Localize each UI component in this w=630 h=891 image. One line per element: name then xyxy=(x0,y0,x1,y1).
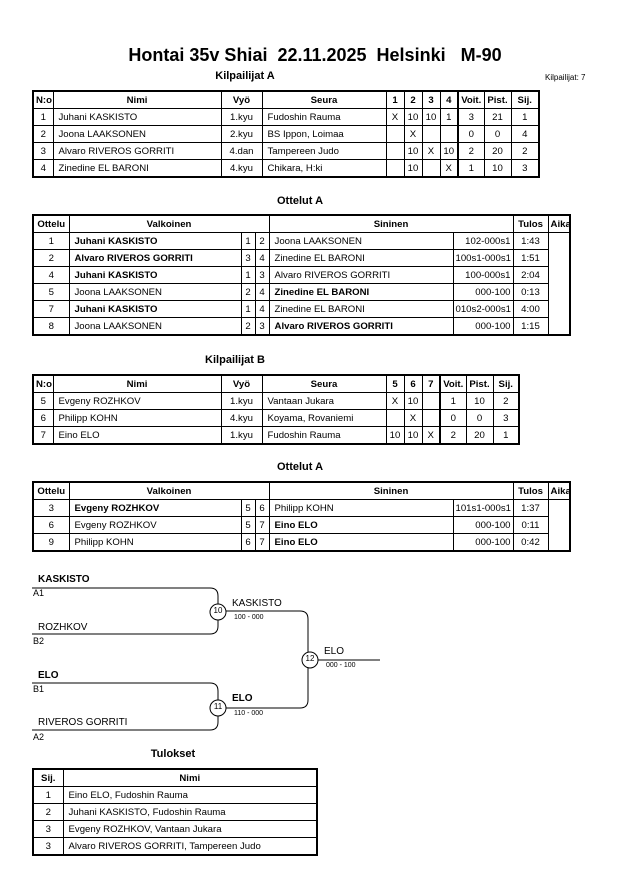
page-title: Hontai 35v Shiai 22.11.2025 Helsinki M-9… xyxy=(128,45,502,65)
col-header: Aika xyxy=(547,214,571,233)
result-rank: 2 xyxy=(32,803,64,821)
result-name: Eino ELO, Fudoshin Rauma xyxy=(62,786,318,804)
table-cell: 3 xyxy=(510,159,540,178)
match-time: 0:11 xyxy=(512,516,549,534)
match-time: 1:15 xyxy=(512,317,549,336)
col-header: Nimi xyxy=(62,768,318,787)
col-header: Sij. xyxy=(492,374,520,393)
competitors-count: Kilpailijat: 7 xyxy=(545,73,586,82)
table-cell: 2 xyxy=(439,426,467,445)
bracket-semi2-winner: ELO xyxy=(232,693,253,704)
pool-b-title: Kilpailijat B xyxy=(205,354,265,366)
bracket-semi1-bottom: ROZHKOV xyxy=(38,622,88,633)
result-rank: 1 xyxy=(32,786,64,804)
match-result: 010s2-000s1 xyxy=(452,300,514,318)
blue-competitor: Eino ELO xyxy=(268,516,454,534)
bracket-semi1-top: KASKISTO xyxy=(38,574,90,585)
blue-number: 3 xyxy=(254,317,270,336)
result-rank: 3 xyxy=(32,820,64,838)
bracket-semi2-top: ELO xyxy=(38,670,59,681)
table-cell: 2 xyxy=(457,142,485,160)
bracket-semi2-top-pos: B1 xyxy=(33,684,45,694)
bracket-semi1-bottom-pos: B2 xyxy=(33,636,45,646)
match-time: 0:42 xyxy=(512,533,549,552)
bracket-final-score: 000 - 100 xyxy=(326,662,356,669)
bracket-semi1-score: 100 - 000 xyxy=(234,614,264,621)
blue-number: 4 xyxy=(254,283,270,301)
blue-number: 7 xyxy=(254,516,270,534)
matches-a-title: Ottelut A xyxy=(276,195,324,207)
table-cell: 3 xyxy=(492,409,520,427)
blue-competitor: Zinedine EL BARONI xyxy=(268,300,454,318)
table-cell: 7 xyxy=(32,426,54,445)
table-cell: 4 xyxy=(32,159,54,178)
result-name: Evgeny ROZHKOV, Vantaan Jukara xyxy=(62,820,318,838)
results-title: Tulokset xyxy=(150,748,196,760)
blue-number: 4 xyxy=(254,300,270,318)
blue-number: 7 xyxy=(254,533,270,552)
col-header: Aika xyxy=(547,481,571,500)
col-header: Sij. xyxy=(32,768,64,787)
bracket-final-winner: ELO xyxy=(324,646,345,657)
white-competitor: Joona LAAKSONEN xyxy=(68,317,242,336)
table-cell: Eino ELO xyxy=(52,426,222,445)
table-cell: 2 xyxy=(510,142,540,160)
bracket-semi2-score: 110 - 000 xyxy=(234,710,264,717)
white-number: 5 xyxy=(240,516,256,534)
table-cell: 1 xyxy=(492,426,520,445)
bracket-match-10: 10 xyxy=(213,606,223,615)
bracket-match-11: 11 xyxy=(213,702,223,711)
result-name: Juhani KASKISTO, Fudoshin Rauma xyxy=(62,803,318,821)
bracket-semi2-bottom-pos: A2 xyxy=(33,732,45,742)
match-result: 000-100 xyxy=(452,516,514,534)
matches-b-title: Ottelut A xyxy=(276,461,324,473)
match-time: 0:13 xyxy=(512,283,549,301)
table-cell: 3 xyxy=(32,142,54,160)
match-result: 000-100 xyxy=(452,317,514,336)
bracket-match-12: 12 xyxy=(305,654,315,663)
table-cell: Zinedine EL BARONI xyxy=(52,159,222,178)
bracket-semi1-winner: KASKISTO xyxy=(232,598,282,609)
pool-a-title: Kilpailijat A xyxy=(215,70,275,82)
match-time: 4:00 xyxy=(512,300,549,318)
bracket-semi2-bottom: RIVEROS GORRITI xyxy=(38,717,128,728)
table-cell: 10 xyxy=(385,426,405,445)
bracket-semi1-top-pos: A1 xyxy=(33,588,45,598)
result-rank: 3 xyxy=(32,837,64,856)
table-cell: Fudoshin Rauma xyxy=(261,426,387,445)
result-name: Alvaro RIVEROS GORRITI, Tampereen Judo xyxy=(62,837,318,856)
table-cell: Alvaro RIVEROS GORRITI xyxy=(52,142,222,160)
table-cell: 1 xyxy=(457,159,485,178)
